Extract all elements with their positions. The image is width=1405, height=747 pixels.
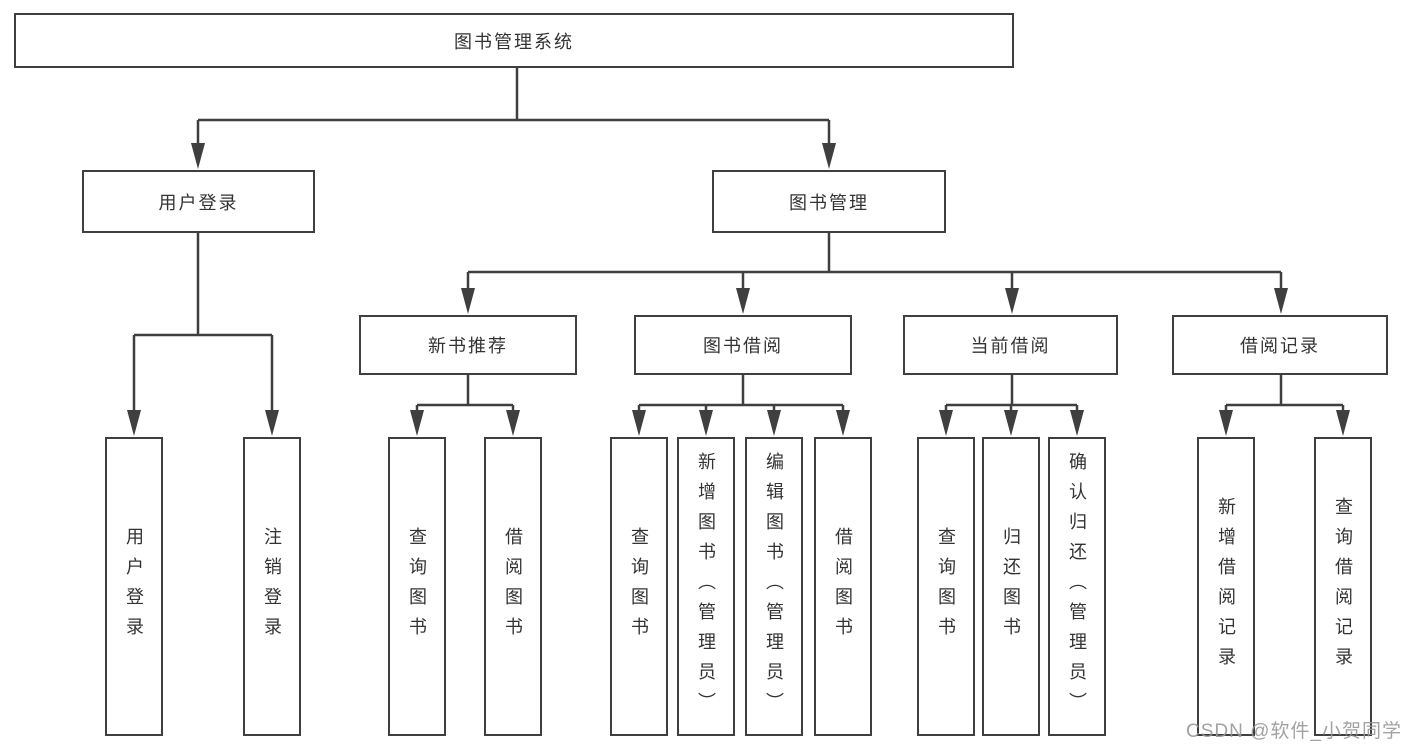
node-leaf-confirm-return-admin: 确认归还（管理员） — [1048, 437, 1106, 736]
connector-root-to-level2 — [191, 68, 836, 169]
node-leaf-query-books-current: 查询图书 — [917, 437, 975, 736]
node-leaf-edit-books-admin: 编辑图书（管理员） — [745, 437, 803, 736]
connector-path — [944, 375, 1079, 414]
node-leaf-borrow-books-recommend: 借阅图书 — [484, 437, 542, 736]
leaf-label: 编辑图书（管理员） — [764, 451, 784, 722]
arrowhead-icon — [836, 410, 850, 436]
connector-path — [132, 233, 274, 414]
node-leaf-logout: 注销登录 — [243, 437, 301, 736]
node-book-borrow: 图书借阅 — [634, 315, 852, 375]
arrowhead-icon — [1219, 410, 1233, 436]
arrowhead-icon — [191, 143, 205, 169]
arrowhead-icon — [699, 410, 713, 436]
arrowhead-icon — [1274, 288, 1288, 314]
connector-book-borrow-to-leaves — [632, 375, 850, 436]
leaf-label: 查询借阅记录 — [1333, 496, 1353, 677]
leaf-label: 借阅图书 — [833, 526, 853, 647]
arrowhead-icon — [506, 410, 520, 436]
node-new-book-recommend: 新书推荐 — [359, 315, 577, 375]
leaf-label: 新增借阅记录 — [1216, 496, 1236, 677]
arrowhead-icon — [1070, 410, 1084, 436]
node-current-borrow: 当前借阅 — [903, 315, 1118, 375]
leaf-label: 注销登录 — [262, 526, 282, 647]
arrowhead-icon — [939, 410, 953, 436]
leaf-label: 查询图书 — [407, 526, 427, 647]
connector-current-borrow-to-leaves — [939, 375, 1084, 436]
leaf-label: 查询图书 — [936, 526, 956, 647]
node-leaf-return-books: 归还图书 — [982, 437, 1040, 736]
leaf-label: 借阅图书 — [503, 526, 523, 647]
node-root-library-management-system: 图书管理系统 — [14, 13, 1014, 68]
node-leaf-borrow-books: 借阅图书 — [814, 437, 872, 736]
connector-new-book-recommend-to-leaves — [410, 375, 520, 436]
arrowhead-icon — [632, 410, 646, 436]
leaf-label: 归还图书 — [1001, 526, 1021, 647]
leaf-label: 查询图书 — [629, 526, 649, 647]
connector-path — [415, 375, 515, 414]
arrowhead-icon — [1336, 410, 1350, 436]
node-leaf-query-books-recommend: 查询图书 — [388, 437, 446, 736]
arrowhead-icon — [410, 410, 424, 436]
node-book-management: 图书管理 — [712, 170, 946, 233]
node-leaf-query-books-borrow: 查询图书 — [610, 437, 668, 736]
arrowhead-icon — [1005, 288, 1019, 314]
node-leaf-query-borrow-record: 查询借阅记录 — [1314, 437, 1372, 736]
connector-path — [466, 233, 1283, 292]
arrowhead-icon — [822, 143, 836, 169]
arrowhead-icon — [265, 410, 279, 436]
arrowhead-icon — [461, 288, 475, 314]
arrowhead-icon — [127, 410, 141, 436]
node-leaf-add-books-admin: 新增图书（管理员） — [677, 437, 735, 736]
csdn-watermark: CSDN @软件_小贺同学 — [1186, 721, 1402, 742]
connector-path — [637, 375, 845, 414]
leaf-label: 新增图书（管理员） — [696, 451, 716, 722]
node-leaf-user-login: 用户登录 — [105, 437, 163, 736]
connector-borrow-record-to-leaves — [1219, 375, 1350, 436]
arrowhead-icon — [736, 288, 750, 314]
connector-user-login-to-leaves — [127, 233, 279, 436]
connector-path — [1224, 375, 1345, 414]
arrowhead-icon — [1004, 410, 1018, 436]
leaf-label: 用户登录 — [124, 526, 144, 647]
connector-book-management-to-level3 — [461, 233, 1288, 314]
connector-path — [196, 68, 831, 147]
node-borrow-record: 借阅记录 — [1172, 315, 1388, 375]
arrowhead-icon — [767, 410, 781, 436]
node-user-login: 用户登录 — [82, 170, 315, 233]
node-leaf-add-borrow-record: 新增借阅记录 — [1197, 437, 1255, 736]
leaf-label: 确认归还（管理员） — [1067, 451, 1087, 722]
